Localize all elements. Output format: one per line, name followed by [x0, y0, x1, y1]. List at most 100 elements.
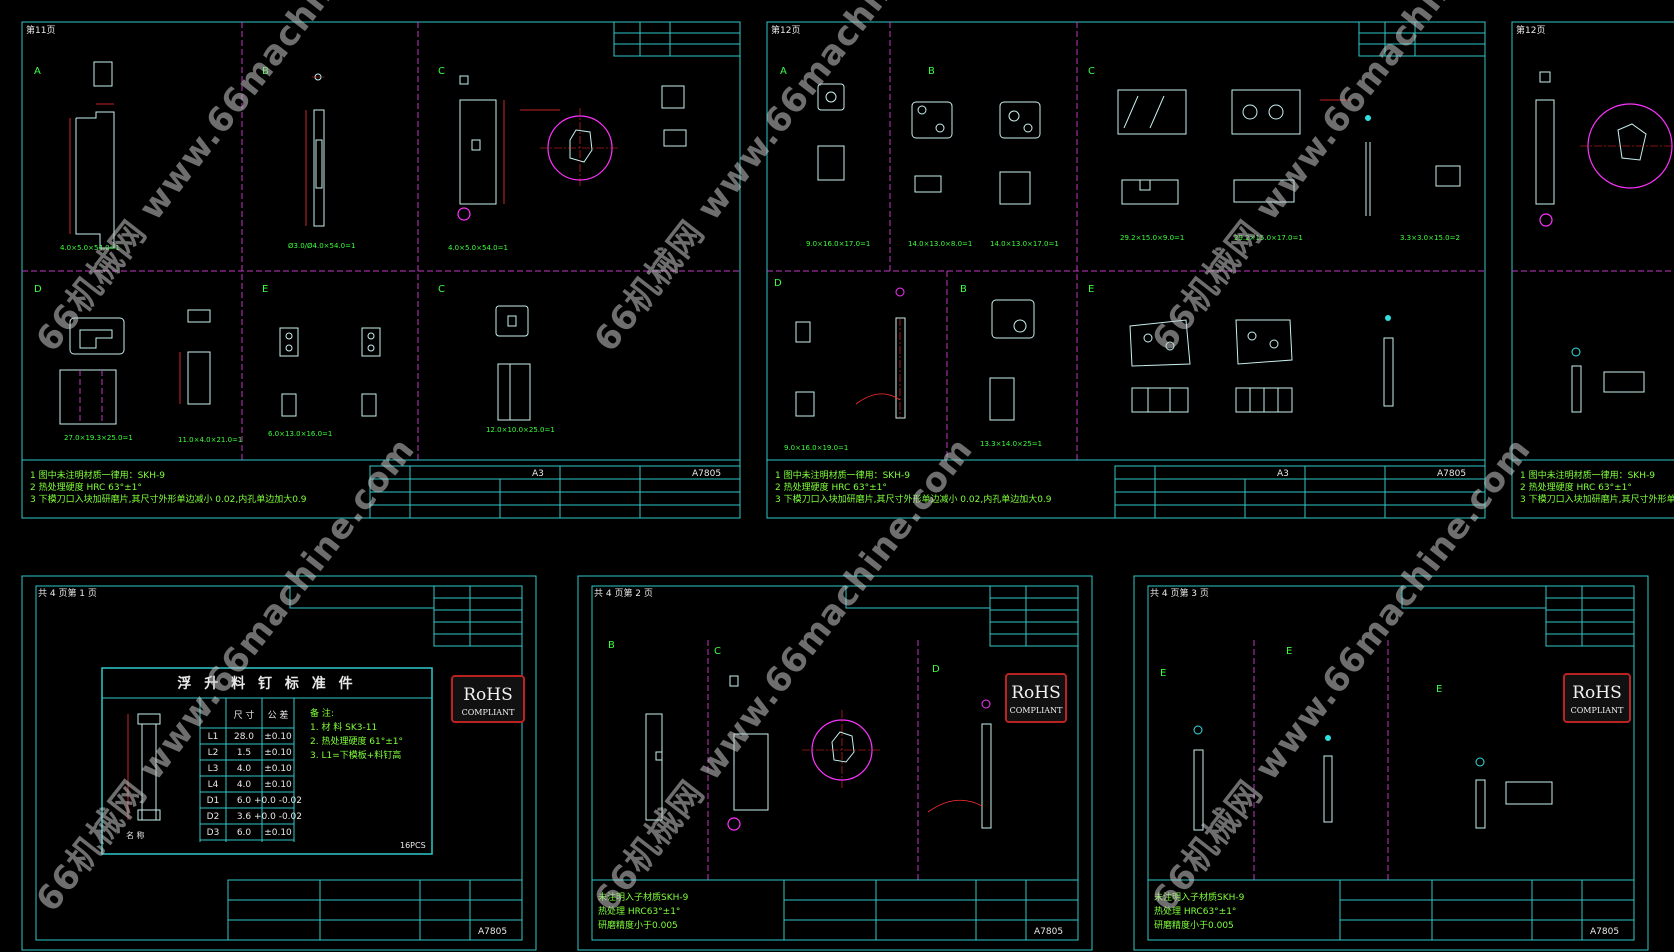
note-line: 未注明入子材质SKH-9	[1154, 891, 1245, 903]
spec-cell-name: D1	[207, 796, 220, 806]
spec-cell-tolerance: ±0.10	[264, 780, 292, 790]
part-punch-long	[69, 61, 115, 249]
spec-cell-size: 6.0	[237, 796, 252, 806]
part-block-c12	[1117, 89, 1461, 216]
drawing-number: A7805	[692, 469, 721, 479]
spec-cell-name: L4	[208, 780, 219, 790]
rohs-badge-title: RoHS	[463, 685, 513, 705]
part-block-d	[59, 309, 211, 425]
note-line: 3 下模刀口入块加研磨片,其尺寸外形单边减小 0.02,内孔单边加大0.9	[30, 493, 307, 505]
sheet-format: A3	[532, 469, 544, 479]
spec-cell-name: L2	[208, 748, 219, 758]
spec-cell-size: 3.6	[237, 812, 252, 822]
section-label: D	[932, 664, 940, 675]
section-label: D	[774, 278, 782, 289]
spec-cell-tolerance: ±0.10	[264, 732, 292, 742]
section-label: C	[1088, 66, 1095, 77]
section-label: C	[438, 284, 445, 295]
rohs-badge-title: RoHS	[1572, 683, 1622, 703]
section-label: B	[928, 66, 935, 77]
section-label: C	[438, 66, 445, 77]
part-caption: Ø3.0/Ø4.0×54.0=1	[288, 242, 355, 250]
section-label: B	[262, 66, 269, 77]
float-pin-drawing	[127, 713, 161, 821]
sheet-12-page-label: 第12页	[771, 24, 800, 36]
part-block-a12	[817, 83, 845, 181]
note-line: 研磨精度小于0.005	[1154, 919, 1234, 931]
part-punch-c	[457, 75, 687, 221]
note-line: 热处理 HRC63°±1°	[1154, 905, 1236, 917]
section-label: E	[1088, 284, 1094, 295]
section-label: E	[1286, 646, 1292, 657]
part-caption: 29.2×15.0×17.0=1	[1234, 234, 1303, 242]
spec-header-name: 名 称	[126, 830, 145, 840]
part-caption: 4.0×5.0×54.0=1	[60, 244, 120, 252]
note-line: 研磨精度小于0.005	[598, 919, 678, 931]
section-label: B	[960, 284, 967, 295]
lower-sheet-header: 共 4 页第 2 页	[594, 587, 653, 599]
lower-sheet-1: 共 4 页第 1 页 浮 升 料 钉 标 准 件 尺 寸 公 差 L1 28.0 ±…	[21, 575, 537, 951]
section-label: E	[1160, 668, 1166, 679]
section-label: D	[34, 284, 42, 295]
sheet-11: 第11页 A B C D E C	[21, 21, 741, 519]
spec-cell-size: 4.0	[237, 780, 252, 790]
spec-cell-name: L1	[208, 732, 219, 742]
spec-cell-name: D3	[207, 828, 220, 838]
section-label: E	[1436, 684, 1442, 695]
spec-cell-size: 4.0	[237, 764, 252, 774]
note-line: 1 图中未注明材质一律用：SKH-9	[30, 469, 165, 481]
rohs-badge-sub: COMPLIANT	[1010, 706, 1064, 715]
part-caption: 27.0×19.3×25.0=1	[64, 434, 133, 442]
sheet-11-page-label: 第11页	[26, 24, 55, 36]
spec-cell-tolerance: ±0.10	[264, 828, 292, 838]
spec-note: 1. 材 料 SK3-11	[310, 721, 377, 733]
note-line: 1 图中未注明材质一律用：SKH-9	[1520, 469, 1655, 481]
part-caption: 9.0×16.0×19.0=1	[784, 444, 848, 452]
spec-header-size: 尺 寸	[234, 709, 255, 721]
lower-sheet-header: 共 4 页第 3 页	[1150, 587, 1209, 599]
rohs-badge-sub: COMPLIANT	[462, 708, 516, 717]
rohs-badge-sub: COMPLIANT	[1571, 706, 1625, 715]
lower-sheet-2: 共 4 页第 2 页 B C D RoHS COMPLIANT 未注明入子材质S…	[577, 575, 1093, 951]
part-caption: 12.0×10.0×25.0=1	[486, 426, 555, 434]
spec-cell-size: 28.0	[234, 732, 254, 742]
spec-quantity: 16PCS	[400, 841, 426, 850]
part-caption: 3.3×3.0×15.0=2	[1400, 234, 1460, 242]
note-line: 3 下模刀口入块加研磨片,其尺寸外形单边减小 0.02,内孔单边加大0.9	[775, 493, 1052, 505]
lower-sheet-3: 共 4 页第 3 页 E E E RoHS COMPLIANT 未注明入子材质S…	[1133, 575, 1649, 951]
part-punch-c2	[495, 305, 531, 421]
sheet-12-partial: 第12页 1 图中未注明材质一律用：SKH-9 2 热处理硬度 HRC 63°±…	[1511, 21, 1674, 519]
part-pin-thin	[305, 73, 325, 227]
part-caption: 6.0×13.0×16.0=1	[268, 430, 332, 438]
spec-note: 备 注:	[310, 707, 334, 719]
part-pin-d12	[795, 287, 906, 419]
spec-header-tol: 公 差	[268, 709, 289, 721]
drawing-number: A7805	[1437, 469, 1466, 479]
sheet-12: 第12页 A B C D B E	[766, 21, 1486, 519]
part-block-e12	[1129, 315, 1394, 413]
sheet-format: A3	[1277, 469, 1289, 479]
part-block-e	[279, 327, 381, 417]
spec-cell-size: 6.0	[237, 828, 252, 838]
part-caption: 14.0×13.0×17.0=1	[990, 240, 1059, 248]
part-caption: 9.0×16.0×17.0=1	[806, 240, 870, 248]
part-caption: 4.0×5.0×54.0=1	[448, 244, 508, 252]
sheet-page-label: 第12页	[1516, 24, 1545, 36]
spec-cell-tolerance: +0.0 -0.02	[254, 796, 302, 806]
spec-cell-name: L3	[208, 764, 219, 774]
note-line: 未注明入子材质SKH-9	[598, 891, 689, 903]
part-caption: 13.3×14.0×25=1	[980, 440, 1042, 448]
note-line: 热处理 HRC63°±1°	[598, 905, 680, 917]
note-line: 2 热处理硬度 HRC 63°±1°	[30, 481, 142, 493]
spec-cell-tolerance: ±0.10	[264, 748, 292, 758]
spec-table-title: 浮 升 料 钉 标 准 件	[177, 675, 356, 692]
lower-sheet-header: 共 4 页第 1 页	[38, 587, 97, 599]
rohs-badge-title: RoHS	[1011, 683, 1061, 703]
section-label: A	[780, 66, 787, 77]
part-caption: 29.2×15.0×9.0=1	[1120, 234, 1184, 242]
drawing-number: A7805	[1590, 927, 1619, 937]
spec-note: 3. L1=下模板+料钉高	[310, 749, 401, 761]
part-caption: 14.0×13.0×8.0=1	[908, 240, 972, 248]
